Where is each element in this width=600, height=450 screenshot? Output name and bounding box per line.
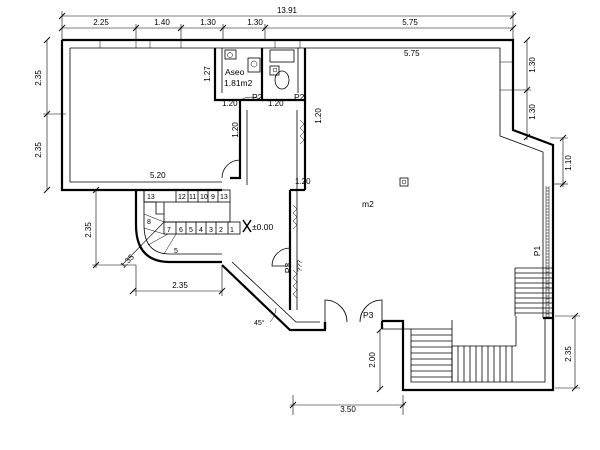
dim-aseo-width: 1.20: [222, 99, 238, 108]
dim-top-seg-2: 1.40: [154, 18, 170, 27]
dim-left-middle: 2.35: [34, 142, 43, 158]
stair-step-7: 7: [167, 227, 171, 234]
toilet-icon: [247, 57, 261, 73]
door-p3-front-left-icon: [324, 299, 348, 323]
room-area-main: m2: [362, 199, 374, 209]
door-label-p3-front: P3: [363, 310, 374, 320]
dim-inner-top: 5.75: [404, 49, 420, 58]
dim-corridor-top: 1.20: [268, 99, 284, 108]
stair-step-8: 8: [147, 219, 151, 226]
dim-diagonal: 1.35: [119, 252, 137, 270]
room-area-aseo: 1.81m2: [224, 78, 253, 88]
stair-step-5: 5: [189, 227, 193, 234]
exterior-stairs: [411, 267, 553, 382]
stair-step-13: 13: [220, 194, 228, 201]
dim-bottom-left-vertical: 2.00: [368, 352, 377, 368]
dim-corridor-side: 1.20: [231, 122, 240, 138]
exterior-walls: [60, 38, 555, 392]
door-p3-side-icon: [271, 247, 291, 267]
dim-right-bottom: 2.35: [564, 346, 573, 362]
door-room-arc-icon: [221, 159, 241, 179]
room-labels: Aseo 1.81m2 m2 P2 P2 P3 P3 ??? P1 45°: [224, 67, 542, 327]
dim-bottom-stair: 2.35: [172, 281, 188, 290]
bathroom-fixtures: [224, 49, 409, 187]
interior-dimensions: 5.75 1.27 1.20 1.20 1.20 1.20 1.20 5.20: [150, 49, 420, 186]
toilet-bowl-icon: [274, 70, 290, 90]
toilet-tank-icon: [269, 49, 295, 63]
stair-step-1: 1: [230, 227, 234, 234]
dim-bottom-center: 3.50: [340, 405, 356, 414]
stair-step-4: 4: [199, 227, 203, 234]
left-dimension-chain: 2.35 2.35 2.35: [34, 36, 136, 269]
stair-step-6: 6: [179, 227, 183, 234]
dim-top-seg-4: 1.30: [247, 18, 263, 27]
door-label-p2-right: P2: [294, 92, 305, 102]
door-p3-front-right-icon: [359, 299, 383, 323]
door-label-p2-left: P2: [252, 92, 263, 102]
dim-corridor-side-right: 1.20: [314, 108, 323, 124]
top-dimension-chain: 13.91 2.25 1.40 1.30 1.30 5.75: [58, 6, 517, 40]
right-dimension-chain: 1.30 1.30 1.10 2.35: [513, 36, 580, 392]
bottom-dimension-chain: 2.35 3.50 2.00: [129, 265, 407, 415]
door-note-p3-side: ???: [297, 260, 304, 272]
stair-step-12: 12: [178, 194, 186, 201]
room-name-aseo: Aseo: [225, 67, 245, 77]
stair-step-10: 10: [200, 194, 208, 201]
level-marker-icon: [242, 219, 252, 233]
level-mark-label: ±0.00: [252, 222, 273, 232]
stair-step-3: 3: [209, 227, 213, 234]
door-label-p1: P1: [532, 246, 542, 257]
doors: [221, 96, 383, 323]
sink-icon: [224, 49, 237, 60]
stair-step-11: 11: [189, 194, 196, 201]
dim-left-upper: 2.35: [34, 70, 43, 86]
dim-corridor-bottom: 1.20: [295, 177, 311, 186]
door-label-p3-side: P3: [283, 263, 293, 274]
dim-room-width: 5.20: [150, 171, 166, 180]
interior-walls: [136, 48, 384, 332]
angle-arc: [269, 307, 277, 323]
dim-left-lower: 2.35: [84, 222, 93, 238]
dim-top-seg-5: 5.75: [402, 18, 418, 27]
dim-right-lower: 1.10: [564, 155, 573, 171]
stair-step-2: 2: [219, 227, 223, 234]
angle-label: 45°: [254, 319, 265, 327]
ceiling-light-icon: [399, 177, 409, 187]
staircase: 1.35 13 12 11 10 9 13 8 7 6 5 4 3 2 1 5 …: [119, 189, 273, 270]
dim-top-seg-1: 2.25: [93, 18, 109, 27]
dim-aseo-height: 1.27: [203, 66, 212, 82]
stair-step-9: 9: [211, 194, 215, 201]
dim-top-total: 13.91: [277, 6, 298, 15]
stair-step-5-lower: 5: [174, 248, 178, 255]
dim-right-middle: 1.30: [528, 104, 537, 120]
stair-step-13-landing: 13: [147, 194, 155, 201]
dim-right-upper: 1.30: [528, 57, 537, 73]
dim-top-seg-3: 1.30: [200, 18, 216, 27]
door-p2-left-icon: [239, 96, 263, 101]
